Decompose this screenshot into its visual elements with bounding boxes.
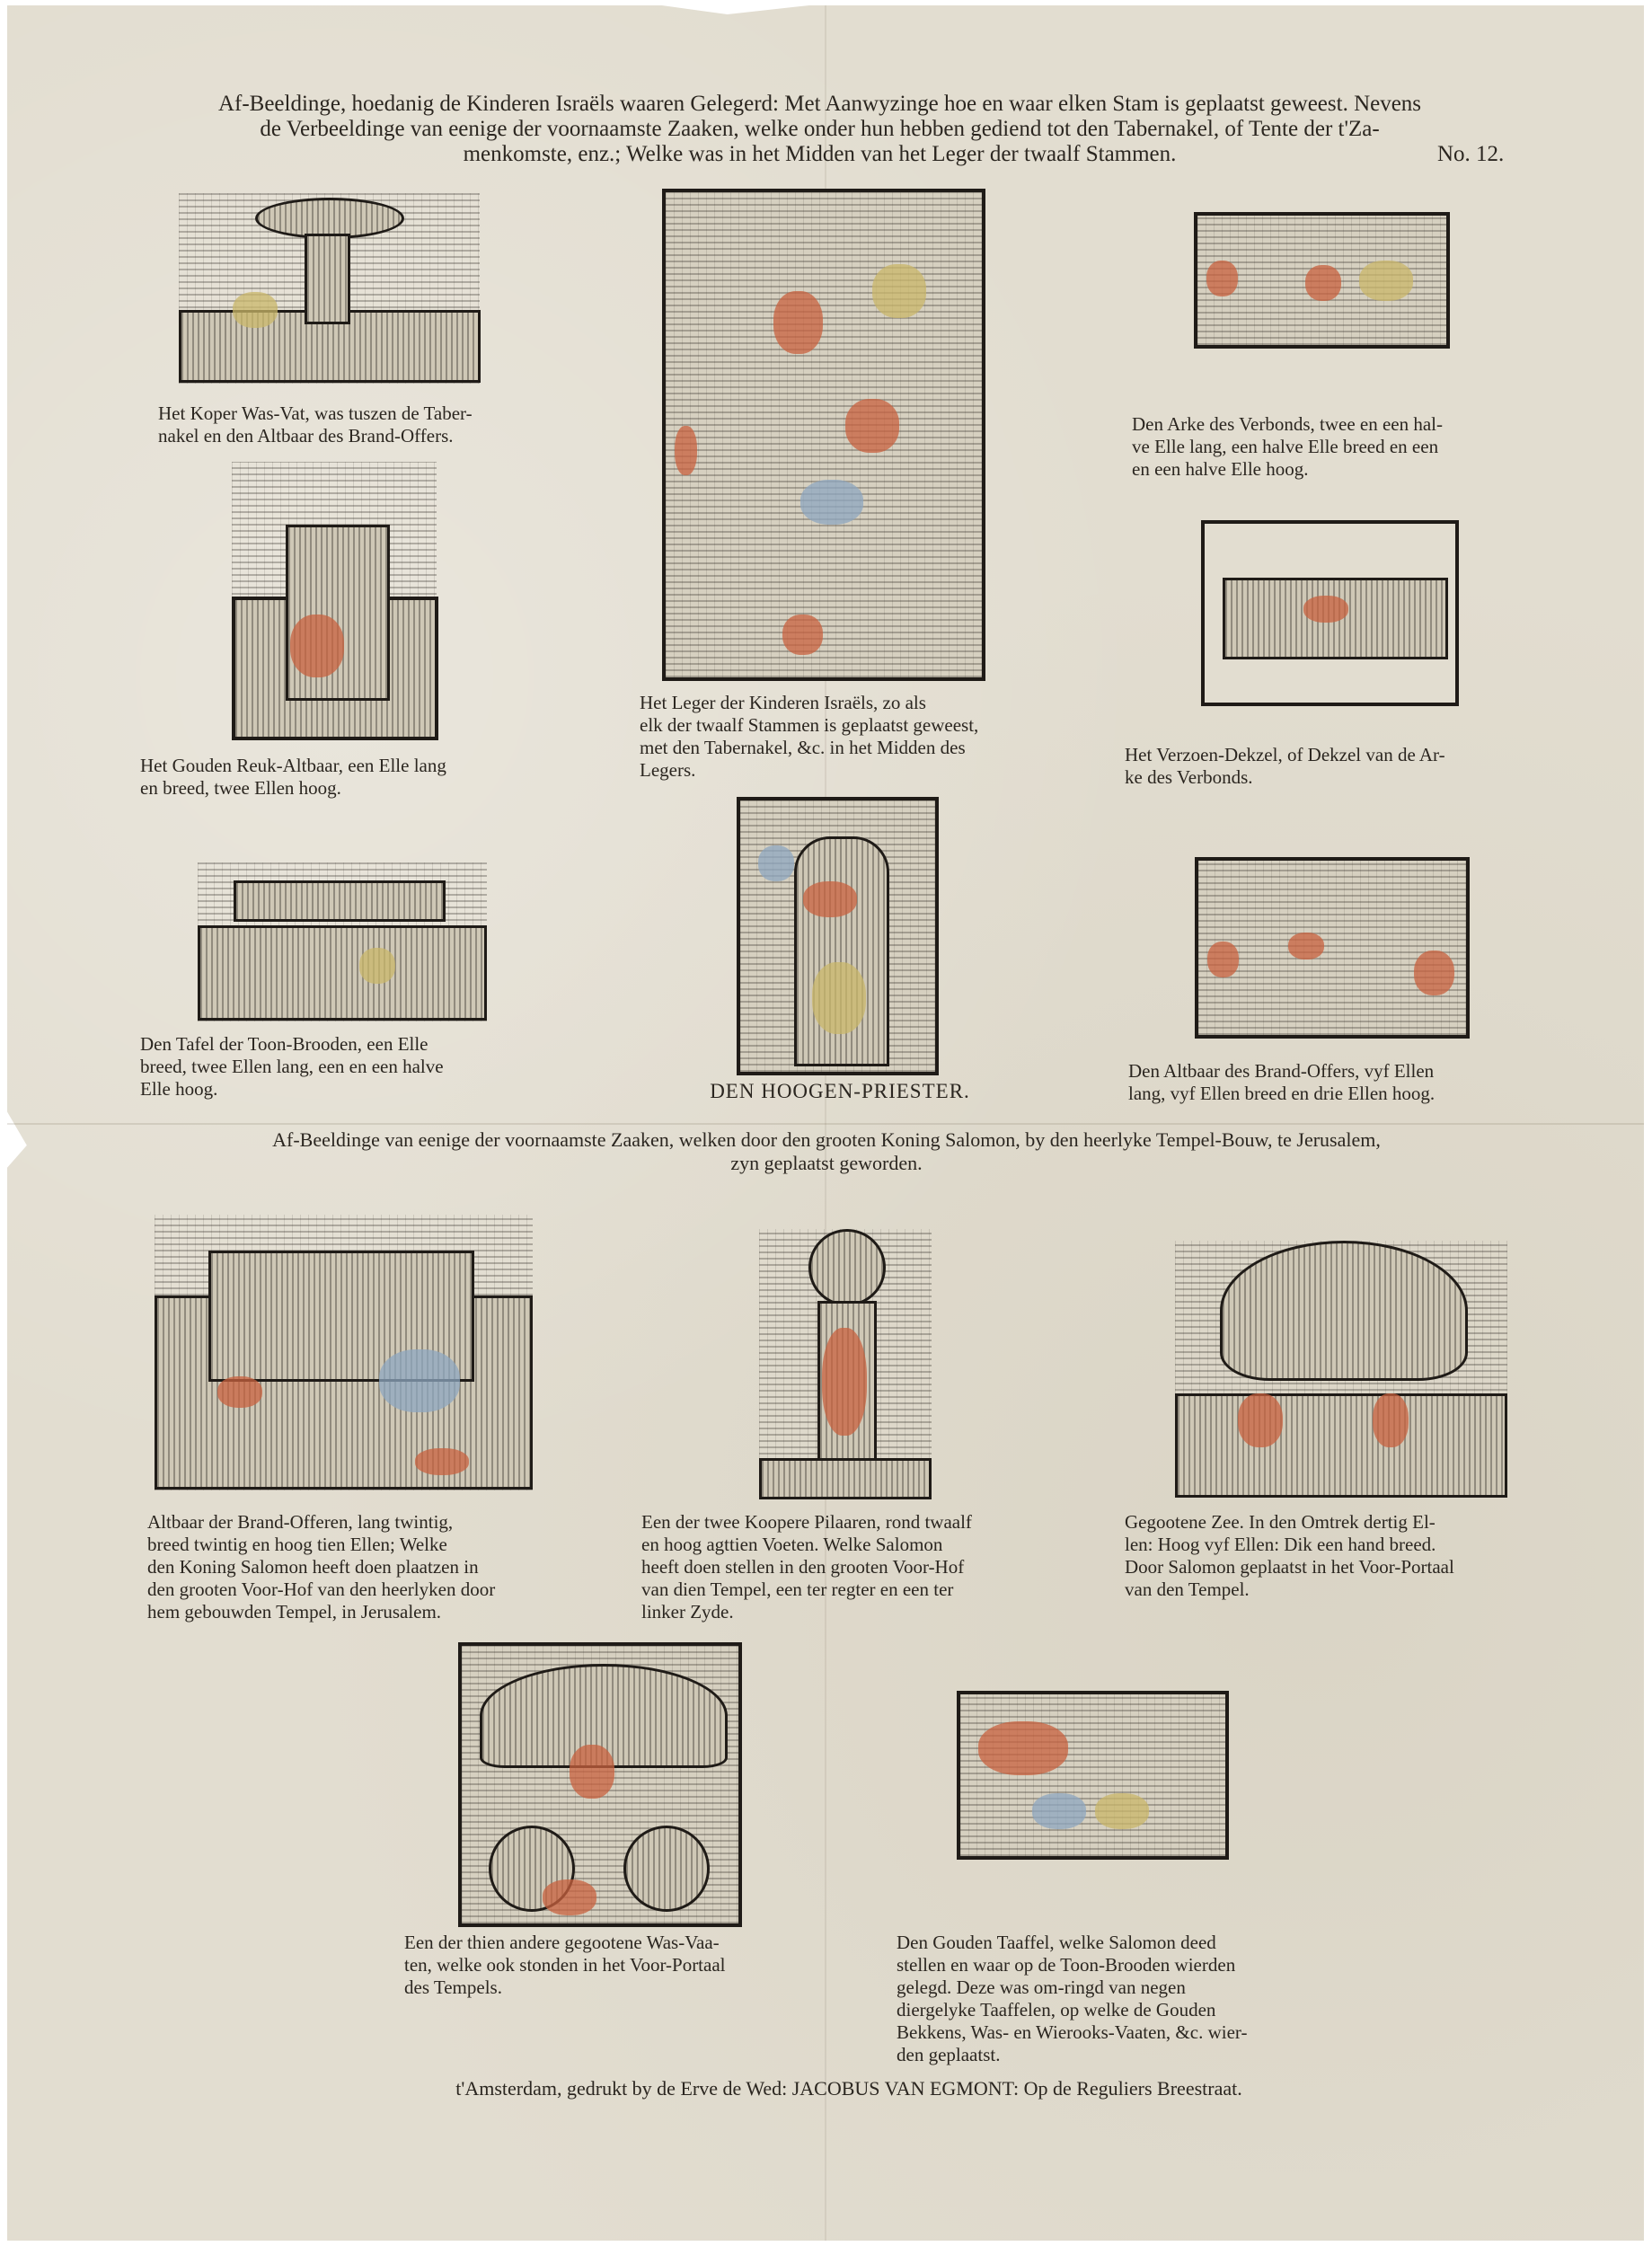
woodcut-golden-incense-altar	[232, 462, 438, 740]
caption-laver-cart: Een der thien andere gegootene Was-Vaa- …	[404, 1932, 726, 1998]
caption-ark: Den Arke des Verbonds, twee en een hal- …	[1132, 413, 1443, 480]
woodcut-mercy-seat	[1201, 520, 1459, 706]
woodcut-ark-of-covenant	[1194, 212, 1450, 349]
caption-wash-vat: Het Koper Was-Vat, was tuszen de Taber- …	[158, 402, 473, 447]
woodcut-camp-of-israel	[662, 189, 985, 681]
woodcut-high-priest	[737, 797, 939, 1075]
woodcut-molten-sea	[1175, 1241, 1507, 1498]
printer-imprint: t'Amsterdam, gedrukt by de Erve de Wed: …	[455, 2077, 1242, 2100]
caption-camp: Het Leger der Kinderen Israëls, zo als e…	[640, 692, 979, 781]
fold-line	[825, 5, 826, 2241]
fold-line	[7, 1123, 1644, 1125]
caption-golden-table: Den Gouden Taaffel, welke Salomon deed s…	[897, 1932, 1248, 2065]
woodcut-copper-pillar	[759, 1229, 932, 1499]
section-heading: Af-Beeldinge van eenige der voornaamste …	[272, 1128, 1381, 1174]
caption-table: Den Tafel der Toon-Brooden, een Elle bre…	[140, 1033, 444, 1100]
caption-great-altar: Altbaar der Brand-Offeren, lang twintig,…	[147, 1511, 496, 1623]
caption-sea: Gegootene Zee. In den Omtrek dertig El- …	[1125, 1511, 1454, 1600]
woodcut-great-altar	[155, 1215, 533, 1490]
caption-high-priest: DEN HOOGEN-PRIESTER.	[710, 1080, 970, 1102]
woodcut-laver-cart	[458, 1642, 742, 1927]
sheet-number: No. 12.	[1437, 142, 1505, 166]
caption-pillar: Een der twee Koopere Pilaaren, rond twaa…	[641, 1511, 972, 1623]
woodcut-golden-table	[957, 1691, 1229, 1860]
woodcut-table-of-showbread	[198, 862, 487, 1021]
woodcut-altar-of-burnt-offering	[1195, 857, 1470, 1039]
caption-incense-altar: Het Gouden Reuk-Altbaar, een Elle lang e…	[140, 755, 446, 799]
caption-mercy-seat: Het Verzoen-Dekzel, of Dekzel van de Ar-…	[1125, 744, 1445, 788]
caption-burnt-altar: Den Altbaar des Brand-Offers, vyf Ellen …	[1128, 1060, 1436, 1104]
woodcut-copper-wash-vat	[179, 193, 481, 384]
sheet-title: Af-Beeldinge, hoedanig de Kinderen Israë…	[217, 92, 1422, 166]
